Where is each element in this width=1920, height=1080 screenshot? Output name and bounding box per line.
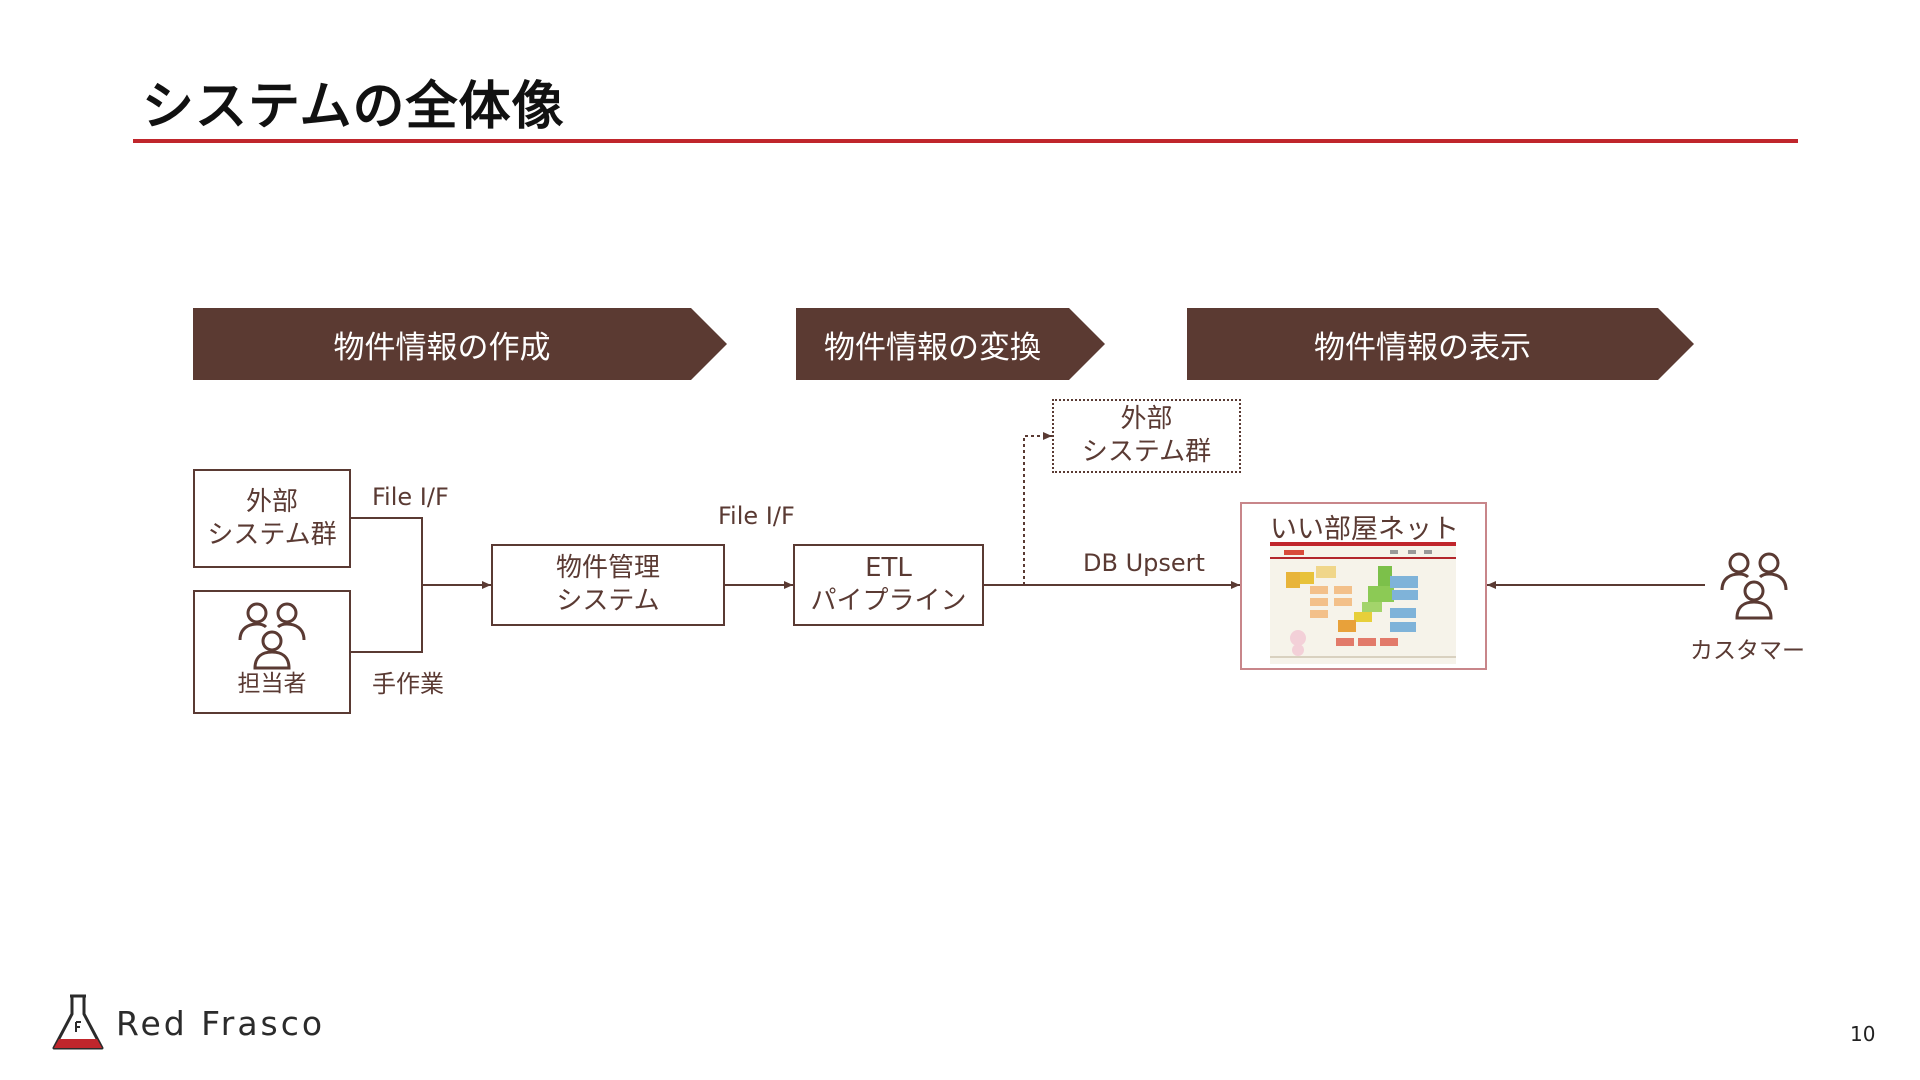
staff-label: 担当者: [237, 671, 307, 697]
stage-convert: 物件情報の変換: [796, 308, 1105, 380]
stage-convert-label: 物件情報の変換: [824, 329, 1041, 366]
external-systems-left-line1: 外部: [245, 486, 298, 517]
external-systems-top: 外部 システム群: [1052, 399, 1241, 473]
customer-label: カスタマー: [1690, 638, 1805, 664]
stage-create: 物件情報の作成: [193, 308, 727, 380]
edge-label-manual: 手作業: [372, 670, 444, 698]
edge-staff-to-merge: [351, 585, 423, 653]
etl-pipeline-line1: ETL: [865, 553, 912, 583]
property-management-line1: 物件管理: [555, 553, 660, 583]
property-management-line2: システム: [556, 586, 660, 616]
edge-external-to-merge: [351, 517, 423, 585]
site-title: いい部屋ネット: [1270, 514, 1459, 545]
edge-etl-to-external-top: [1023, 432, 1052, 585]
people-icon: [238, 602, 306, 670]
site-thumbnail-image: [1270, 542, 1456, 664]
edge-label-file-if-2: File I/F: [718, 502, 795, 530]
etl-pipeline: ETL パイプライン: [793, 544, 984, 626]
slide-title: システムの全体像: [142, 77, 565, 137]
brand-name: Red Frasco: [116, 1004, 326, 1043]
flask-logo: [50, 992, 106, 1054]
site-frame: いい部屋ネット: [1240, 502, 1487, 670]
external-systems-left: 外部 システム群: [193, 469, 351, 568]
stage-display-label: 物件情報の表示: [1314, 329, 1531, 366]
staff-box: 担当者: [193, 590, 351, 714]
people-icon: [1720, 552, 1788, 620]
page-number: 10: [1850, 1022, 1876, 1046]
stage-display: 物件情報の表示: [1187, 308, 1694, 380]
etl-pipeline-line2: パイプライン: [810, 586, 967, 616]
title-underline: [133, 139, 1798, 143]
stage-create-label: 物件情報の作成: [333, 329, 551, 366]
external-systems-top-line2: システム群: [1081, 437, 1212, 467]
edge-label-file-if-1: File I/F: [372, 483, 449, 511]
flask-icon: [52, 994, 104, 1050]
external-systems-top-line1: 外部: [1120, 404, 1173, 434]
external-systems-left-line2: システム群: [207, 519, 337, 550]
edge-label-db-upsert: DB Upsert: [1083, 549, 1205, 577]
property-management-system: 物件管理 システム: [491, 544, 725, 626]
